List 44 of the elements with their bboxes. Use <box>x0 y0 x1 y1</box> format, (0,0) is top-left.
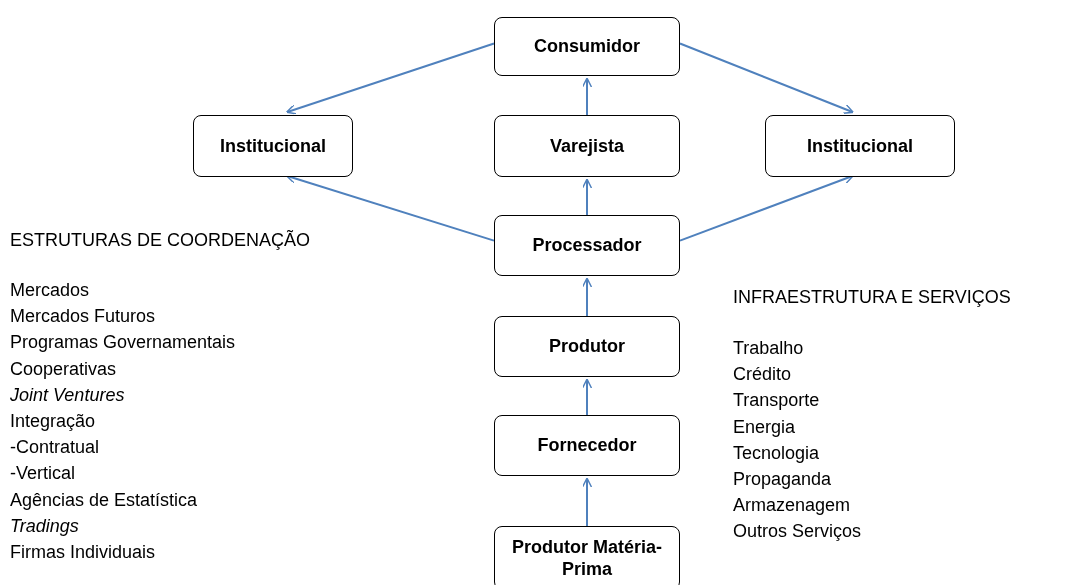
process-box <box>494 316 680 377</box>
process-box <box>494 415 680 476</box>
process-box <box>193 115 353 177</box>
list-item: Cooperativas <box>10 358 117 380</box>
box-label: Produtor <box>549 335 625 358</box>
arrow <box>581 277 593 317</box>
process-box <box>765 115 955 177</box>
process-box <box>494 526 680 585</box>
box-label: Processador <box>532 234 642 257</box>
process-box <box>494 215 680 276</box>
list-item: Outros Serviços <box>733 521 862 543</box>
list-heading: INFRAESTRUTURA E SERVIÇOS <box>733 287 1011 308</box>
arrow <box>581 77 593 116</box>
arrow <box>679 42 854 114</box>
box-label: Fornecedor <box>537 434 637 457</box>
list-item: Agências de Estatística <box>10 489 198 511</box>
box-label: Produtor Matéria-Prima <box>511 535 663 581</box>
arrow <box>285 42 495 115</box>
list-item: -Vertical <box>10 463 76 485</box>
list-item: Firmas Individuais <box>10 542 156 563</box>
process-box <box>494 115 680 177</box>
list-item: Armazenagem <box>733 495 851 517</box>
list-item: Propaganda <box>733 469 832 490</box>
list-item: Programas Governamentais <box>10 332 236 354</box>
process-box <box>494 17 680 76</box>
list-item: Tecnologia <box>733 442 820 464</box>
arrow <box>581 477 593 527</box>
list-item: Transporte <box>733 390 820 412</box>
box-label: Consumidor <box>534 35 640 58</box>
list-item: Joint Ventures <box>10 384 125 406</box>
box-label: Varejista <box>549 134 625 158</box>
box-label: Institucional <box>807 134 913 158</box>
arrow <box>581 178 593 216</box>
list-item: Integração <box>10 411 96 432</box>
list-item: Crédito <box>733 364 792 386</box>
list-item: -Contratual <box>10 437 100 459</box>
list-item: Tradings <box>10 515 79 537</box>
list-heading: ESTRUTURAS DE COORDENAÇÃO <box>10 230 311 251</box>
box-label: Institucional <box>220 134 326 158</box>
list-item: Mercados <box>10 280 90 301</box>
list-item: Energia <box>733 416 796 438</box>
list-item: Mercados Futuros <box>10 306 156 328</box>
list-item: Trabalho <box>733 338 804 359</box>
arrow <box>581 378 593 416</box>
